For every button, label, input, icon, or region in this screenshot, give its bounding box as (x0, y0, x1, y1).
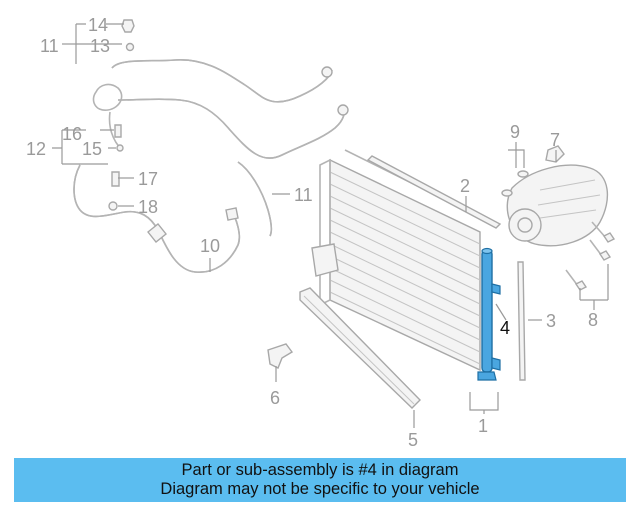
leader-lines (52, 23, 609, 428)
receiver-drier-4 (477, 247, 501, 381)
bracket-6 (267, 343, 294, 369)
callout-2: 2 (460, 176, 470, 196)
pipe-assembly-lower-left (73, 161, 273, 273)
info-banner: Part or sub-assembly is #4 in diagram Di… (14, 458, 626, 502)
callout-16: 16 (62, 124, 82, 144)
callout-11-lower: 11 (294, 185, 313, 205)
pipe-assembly-upper (92, 59, 349, 159)
air-guide-panel-5 (299, 287, 421, 409)
callout-9: 9 (510, 122, 520, 142)
callout-18: 18 (138, 197, 158, 217)
callout-3: 3 (546, 311, 556, 331)
washers-9 (501, 170, 529, 197)
callout-12: 12 (26, 139, 46, 159)
parts-diagram: 14 11 13 16 12 15 17 18 10 11 2 9 7 4 3 … (26, 15, 616, 450)
banner-line-1: Part or sub-assembly is #4 in diagram (181, 461, 459, 479)
fittings (108, 19, 135, 211)
callout-13: 13 (90, 36, 110, 56)
bolts-8 (565, 221, 616, 291)
callout-15: 15 (82, 139, 102, 159)
callout-4: 4 (500, 318, 510, 338)
callout-1: 1 (478, 416, 488, 436)
strip-3 (517, 261, 526, 381)
callout-6: 6 (270, 388, 280, 408)
callout-14: 14 (88, 15, 108, 35)
callout-10: 10 (200, 236, 220, 256)
compressor-7 (506, 145, 609, 247)
banner-line-2: Diagram may not be specific to your vehi… (160, 480, 480, 498)
callout-17: 17 (138, 169, 158, 189)
callout-8: 8 (588, 310, 598, 330)
callout-11-upper: 11 (40, 36, 59, 56)
seal-strip-2 (366, 155, 502, 229)
condenser-core (311, 149, 491, 372)
callout-5: 5 (408, 430, 418, 450)
callout-7: 7 (550, 130, 560, 150)
